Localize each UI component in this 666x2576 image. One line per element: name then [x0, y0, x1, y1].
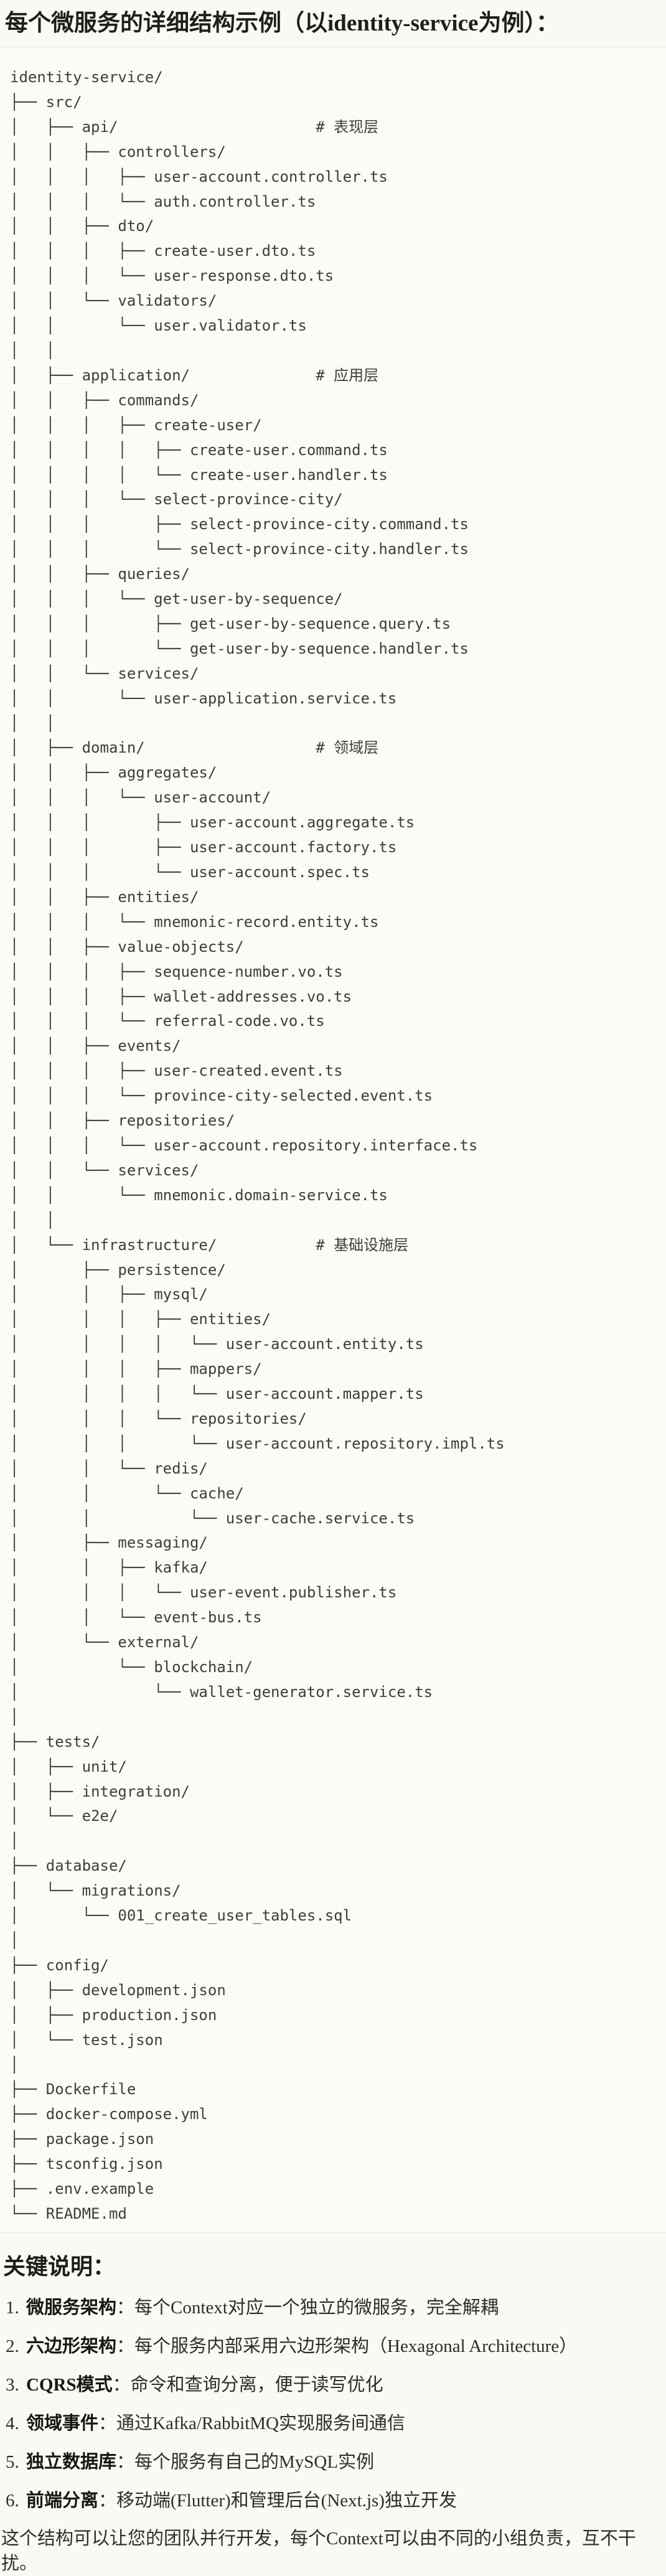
notes-heading: 关键说明： [3, 2254, 116, 2279]
note-item-text: ：通过Kafka/RabbitMQ实现服务间通信 [98, 2413, 405, 2433]
note-item-label: 领域事件 [26, 2413, 99, 2433]
note-item-label: 微服务架构 [26, 2297, 117, 2318]
note-item-number: 6. [6, 2490, 19, 2511]
note-item: 1. 微服务架构：每个Context对应一个独立的微服务，完全解耦 [0, 2295, 666, 2320]
page-title: 每个微服务的详细结构示例（以identity-service为例）： [5, 11, 559, 36]
note-item: 3. CQRS模式：命令和查询分离，便于读写优化 [0, 2372, 666, 2397]
note-item-text: ：命令和查询分离，便于读写优化 [112, 2374, 383, 2395]
code-block: identity-service/ ├── src/ │ ├── api/ # … [0, 47, 666, 2233]
footer-paragraph: 这个结构可以让您的团队并行开发，每个Context可以由不同的小组负责，互不干扰… [1, 2528, 636, 2574]
note-item-label: 独立数据库 [26, 2451, 117, 2472]
note-item-number: 5. [6, 2451, 19, 2472]
note-item-number: 3. [6, 2374, 19, 2395]
note-item-text: ：移动端(Flutter)和管理后台(Next.js)独立开发 [98, 2490, 457, 2511]
note-item-text: ：每个Context对应一个独立的微服务，完全解耦 [116, 2297, 499, 2318]
note-item-label: 六边形架构 [26, 2336, 117, 2356]
note-item-label: 前端分离 [26, 2490, 99, 2511]
note-item: 6. 前端分离：移动端(Flutter)和管理后台(Next.js)独立开发 [0, 2488, 666, 2513]
note-item-label: CQRS模式 [26, 2374, 113, 2395]
note-item-text: ：每个服务内部采用六边形架构（Hexagonal Architecture） [116, 2336, 578, 2356]
note-item-number: 1. [6, 2297, 19, 2318]
note-item: 4. 领域事件：通过Kafka/RabbitMQ实现服务间通信 [0, 2411, 666, 2436]
note-item: 2. 六边形架构：每个服务内部采用六边形架构（Hexagonal Architec… [0, 2334, 666, 2359]
note-item-number: 4. [6, 2413, 19, 2433]
note-item-text: ：每个服务有自己的MySQL实例 [116, 2451, 375, 2472]
directory-tree: identity-service/ ├── src/ │ ├── api/ # … [10, 68, 505, 2222]
note-item-number: 2. [6, 2336, 19, 2356]
note-item: 5. 独立数据库：每个服务有自己的MySQL实例 [0, 2450, 666, 2475]
